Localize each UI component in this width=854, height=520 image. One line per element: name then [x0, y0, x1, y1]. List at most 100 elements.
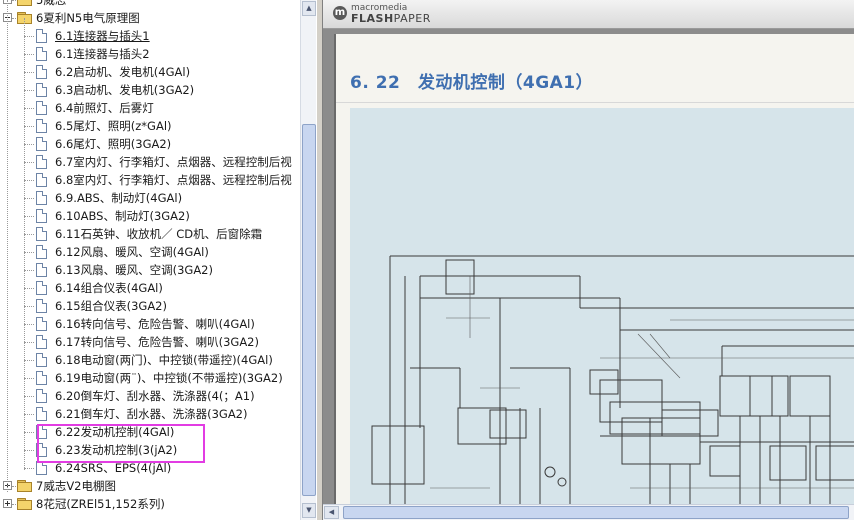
tree-item-label: 8花冠(ZREl51,152系列)	[36, 497, 165, 511]
tree-connector	[24, 414, 34, 415]
tree-connector	[24, 144, 34, 145]
page-icon	[36, 443, 47, 457]
tree-connector	[24, 108, 34, 109]
expand-toggle-icon[interactable]	[3, 499, 12, 508]
page-icon	[36, 281, 47, 295]
page-icon	[36, 317, 47, 331]
tree-connector	[12, 504, 16, 505]
page-icon	[36, 173, 47, 187]
page-icon	[36, 191, 47, 205]
viewer-horizontal-scrollbar[interactable]: ◀	[323, 504, 854, 520]
tree-item-label: 6.1连接器与插头2	[55, 47, 150, 61]
tree-item-label: 6.3启动机、发电机(3GA2)	[55, 83, 195, 97]
page-icon	[36, 245, 47, 259]
macromedia-logo-icon: m	[333, 6, 347, 20]
tree-connector	[12, 0, 16, 1]
tree-item-label: 7威志V2电棚图	[36, 479, 116, 493]
tree-item-label: 6.23发动机控制(3(jA2)	[55, 443, 178, 457]
tree-item-label: 6.18电动窗(两门)、中控锁(带遥控)(4GAl)	[55, 353, 273, 367]
tree-connector	[12, 486, 16, 487]
logo-flashpaper-text: FLASHPAPER	[351, 12, 431, 25]
page-icon	[36, 83, 47, 97]
document-viewer: m macromedia FLASHPAPER 6. 22 发动机控制（4GA1…	[323, 0, 854, 520]
tree-root-connector	[7, 0, 8, 492]
tree-item-label: 6.22发动机控制(4GAl)	[55, 425, 175, 439]
tree-vertical-scrollbar[interactable]: ▲ ▼	[300, 0, 316, 520]
tree-connector	[24, 288, 34, 289]
tree-connector	[24, 234, 34, 235]
tree-connector	[24, 450, 34, 451]
page-icon	[36, 29, 47, 43]
page-icon	[36, 227, 47, 241]
tree-item-label: 6.14组合仪表(4GAl)	[55, 281, 163, 295]
tree-connector	[24, 432, 34, 433]
tree-item-label: 6.11石英钟、收放机／ CD机、后窗除霜	[55, 227, 263, 241]
tree-item-label: 6.17转向信号、危险告警、喇叭(3GA2)	[55, 335, 259, 349]
page-icon	[36, 263, 47, 277]
tree-item-label: 6.6尾灯、照明(3GA2)	[55, 137, 172, 151]
page-icon	[36, 137, 47, 151]
tree-connector	[24, 324, 34, 325]
page-icon	[36, 389, 47, 403]
tree-item-label: 6.12风扇、暖风、空调(4GAl)	[55, 245, 209, 259]
page-icon	[36, 461, 47, 475]
tree-branch-connector	[24, 18, 25, 470]
tree-item-label: 6.5尾灯、照明(z*GAl)	[55, 119, 172, 133]
tree-connector	[24, 252, 34, 253]
title-divider	[336, 102, 854, 103]
page-icon	[36, 371, 47, 385]
tree-connector	[24, 378, 34, 379]
tree-item-label: 6.4前照灯、后雾灯	[55, 101, 154, 115]
tree-connector	[24, 126, 34, 127]
tree-connector	[12, 18, 16, 19]
wiring-diagram	[371, 255, 854, 504]
tree-connector	[24, 162, 34, 163]
tree-item-label: 6.21倒车灯、刮水器、洗涤器(3GA2)	[55, 407, 248, 421]
tree-connector	[24, 216, 34, 217]
tree-item-label: 6.9.ABS、制动灯(4GAl)	[55, 191, 183, 205]
tree-item-label: 6.24SRS、EPS(4(jAl)	[55, 461, 172, 475]
page-icon	[36, 119, 47, 133]
diagram-background	[350, 108, 854, 504]
tree-item-label: 6.10ABS、制动灯(3GA2)	[55, 209, 190, 223]
tree-item-label: 6.13风扇、暖风、空调(3GA2)	[55, 263, 213, 277]
folder-icon	[17, 0, 32, 6]
viewer-header: m macromedia FLASHPAPER	[323, 0, 854, 29]
page-icon	[36, 155, 47, 169]
page-icon	[36, 299, 47, 313]
tree-item-label: 6.2启动机、发电机(4GAl)	[55, 65, 191, 79]
tree-scroll-thumb[interactable]	[302, 124, 316, 496]
tree-item-label: 6夏利N5电气原理图	[36, 11, 140, 25]
page-icon	[36, 335, 47, 349]
tree-connector	[24, 90, 34, 91]
tree-connector	[24, 342, 34, 343]
viewer-scroll-thumb[interactable]	[343, 506, 849, 519]
folder-icon	[17, 480, 32, 492]
tree-item-label: 6.8室内灯、行李箱灯、点烟器、远程控制后视	[55, 173, 292, 187]
tree-connector	[24, 396, 34, 397]
page-icon	[36, 353, 47, 367]
tree-item-label: 6.19电动窗(两¨)、中控锁(不带遥控)(3GA2)	[55, 371, 283, 385]
page-icon	[36, 65, 47, 79]
scroll-down-arrow-icon[interactable]: ▼	[302, 503, 316, 518]
tree-item-label: 5威志	[36, 0, 67, 7]
pane-splitter[interactable]	[316, 0, 323, 520]
scroll-left-arrow-icon[interactable]: ◀	[324, 506, 339, 519]
scroll-up-arrow-icon[interactable]: ▲	[302, 1, 316, 16]
page-icon	[36, 47, 47, 61]
tree-item-label: 6.16转向信号、危险告警、喇叭(4GAl)	[55, 317, 255, 331]
tree-connector	[24, 180, 34, 181]
page-title: 6. 22 发动机控制（4GA1）	[350, 73, 594, 93]
tree-connector	[24, 270, 34, 271]
tree-connector	[24, 468, 34, 469]
tree-connector	[24, 54, 34, 55]
tree-connector	[24, 198, 34, 199]
folder-icon	[17, 498, 32, 510]
page-icon	[36, 407, 47, 421]
tree-connector	[24, 360, 34, 361]
tree-item-label: 6.7室内灯、行李箱灯、点烟器、远程控制后视	[55, 155, 292, 169]
tree-connector	[24, 306, 34, 307]
tree-connector	[24, 36, 34, 37]
selection-highlight-box	[37, 424, 205, 463]
